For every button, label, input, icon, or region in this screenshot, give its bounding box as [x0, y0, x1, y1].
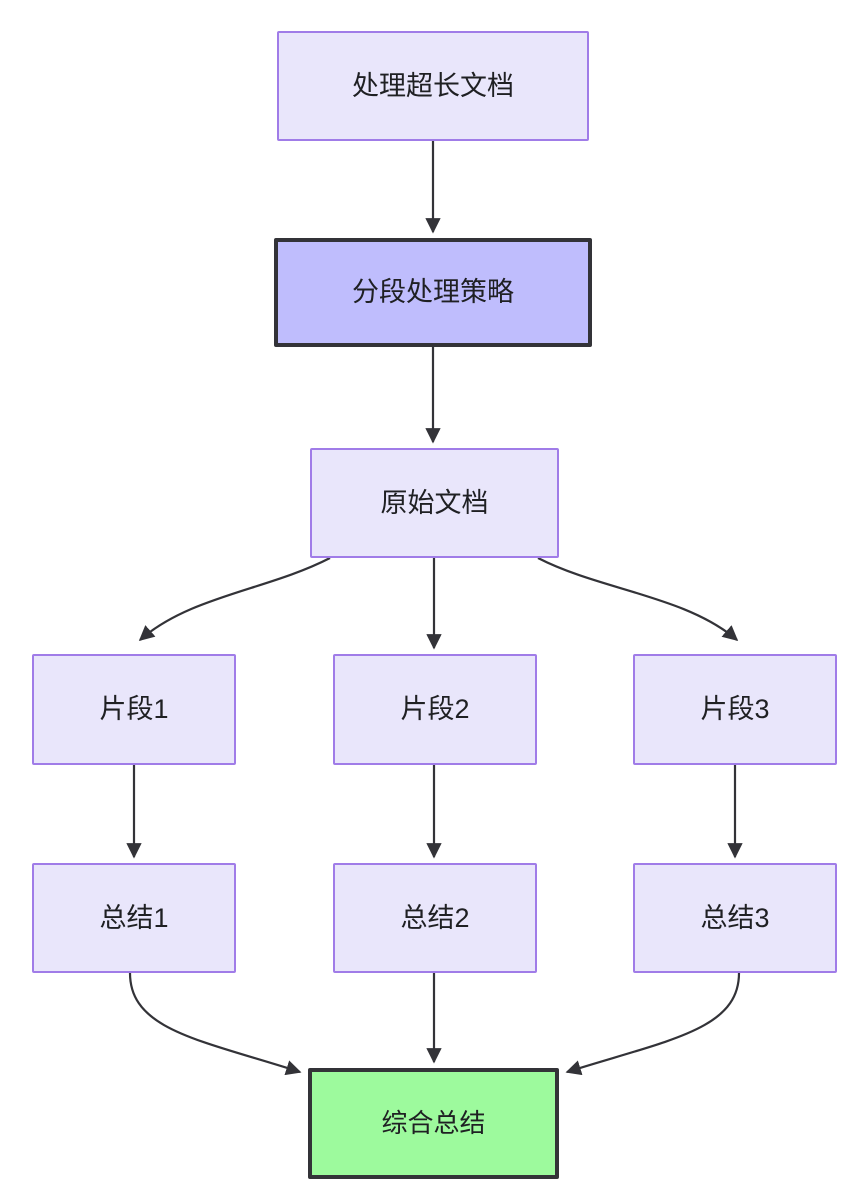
node-doc-task[interactable]: 处理超长文档 — [277, 31, 589, 141]
edge-source_doc-chunk1 — [138, 557, 331, 642]
node-strategy[interactable]: 分段处理策略 — [274, 238, 592, 347]
node-label: 总结3 — [700, 902, 770, 933]
node-chunk-3[interactable]: 片段3 — [633, 654, 837, 765]
node-label: 片段3 — [700, 694, 770, 725]
node-label: 综合总结 — [381, 1107, 486, 1138]
node-label: 分段处理策略 — [352, 277, 514, 308]
node-source-doc[interactable]: 原始文档 — [310, 448, 559, 558]
node-summary-3[interactable]: 总结3 — [633, 863, 837, 973]
node-label: 总结1 — [99, 902, 169, 933]
edge-source_doc-chunk3 — [537, 557, 739, 642]
node-label: 原始文档 — [380, 487, 489, 518]
node-label: 处理超长文档 — [352, 70, 514, 101]
node-chunk-1[interactable]: 片段1 — [32, 654, 236, 765]
node-summary-1[interactable]: 总结1 — [32, 863, 236, 973]
edge-summary3-final — [565, 972, 741, 1076]
node-label: 片段2 — [400, 694, 470, 725]
node-label: 片段1 — [99, 694, 169, 725]
node-summary-2[interactable]: 总结2 — [333, 863, 537, 973]
node-chunk-2[interactable]: 片段2 — [333, 654, 537, 765]
node-final-summary[interactable]: 综合总结 — [308, 1068, 559, 1179]
edge-summary1-final — [128, 972, 302, 1076]
node-label: 总结2 — [400, 902, 470, 933]
